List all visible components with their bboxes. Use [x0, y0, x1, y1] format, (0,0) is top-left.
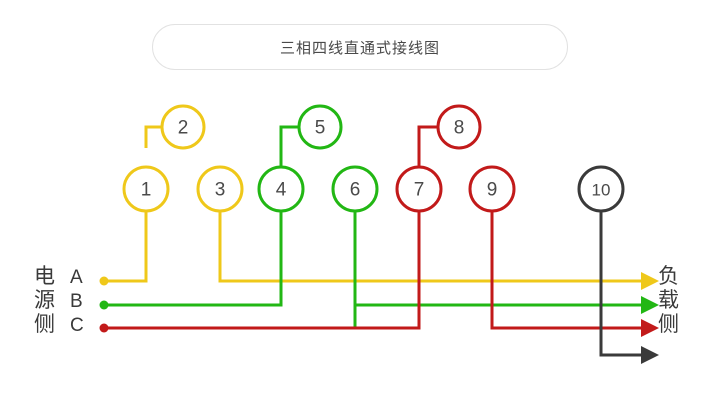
load-side-char-2: 载 [658, 289, 679, 312]
source-side-char-2: 源 [34, 289, 55, 312]
terminal-number-8: 8 [454, 118, 465, 139]
terminal-circle-6 [331, 165, 379, 213]
source-terminal-dots [99, 276, 109, 333]
phase-c-source-to-t7 [104, 211, 421, 330]
terminal-4[interactable]: 4 [257, 165, 305, 213]
terminal-6[interactable]: 6 [331, 165, 379, 213]
terminal-circle-4 [257, 165, 305, 213]
diagram-title-pill: 三相四线直通式接线图 [152, 24, 568, 70]
terminal-circle-10 [577, 165, 625, 213]
source-dot-phase-b [99, 300, 109, 310]
source-dot-phase-a [99, 276, 109, 286]
phase-label-a: A [70, 267, 83, 288]
terminal-8[interactable]: 8 [436, 104, 482, 150]
terminal-number-4: 4 [276, 180, 287, 201]
terminal-2[interactable]: 2 [160, 104, 206, 150]
terminal-number-2: 2 [178, 118, 189, 139]
terminal-circle-5 [297, 104, 343, 150]
phase-b-t4-to-t5 [279, 125, 299, 167]
terminal-number-9: 9 [487, 180, 498, 201]
terminal-number-1: 1 [141, 180, 152, 201]
terminal-number-5: 5 [315, 118, 326, 139]
load-side-char-3: 侧 [658, 313, 679, 336]
terminal-circle-9 [468, 165, 516, 213]
load-side-label: 负 载 侧 [658, 265, 679, 337]
terminal-circle-1 [122, 165, 170, 213]
terminal-number-6: 6 [350, 180, 361, 201]
page-title: 三相四线直通式接线图 [279, 39, 440, 57]
terminal-1[interactable]: 1 [122, 165, 170, 213]
terminal-layer: 1 2 3 4 5 6 7 8 9 10 [122, 104, 625, 213]
phase-a-t1-to-t2 [144, 125, 162, 148]
terminal-circle-2 [160, 104, 206, 150]
terminal-10[interactable]: 10 [577, 165, 625, 213]
phase-label-c: C [70, 315, 84, 336]
phase-a-t3-to-load [218, 211, 659, 290]
wire-layer [104, 125, 659, 364]
source-side-char-1: 电 [34, 265, 55, 288]
terminal-7[interactable]: 7 [395, 165, 443, 213]
terminal-circle-7 [395, 165, 443, 213]
phase-label-b: B [70, 291, 83, 312]
terminal-number-10: 10 [592, 181, 611, 200]
terminal-circle-8 [436, 104, 482, 150]
load-side-char-1: 负 [658, 265, 679, 288]
terminal-5[interactable]: 5 [297, 104, 343, 150]
terminal-9[interactable]: 9 [468, 165, 516, 213]
terminal-number-7: 7 [414, 180, 425, 201]
phase-b-t6-to-load [353, 211, 659, 328]
phase-c-t9-to-load [490, 211, 659, 337]
source-side-char-3: 侧 [34, 313, 55, 336]
terminal-number-3: 3 [215, 180, 226, 201]
source-dot-phase-c [99, 323, 109, 333]
phase-b-source-to-t4 [104, 211, 283, 307]
source-side-label: 电 源 侧 [34, 265, 55, 337]
neutral-t10-to-load [599, 211, 659, 364]
terminal-3[interactable]: 3 [196, 165, 244, 213]
terminal-circle-3 [196, 165, 244, 213]
phase-c-t7-to-t8 [417, 125, 438, 167]
phase-letters: A B C [70, 266, 84, 338]
